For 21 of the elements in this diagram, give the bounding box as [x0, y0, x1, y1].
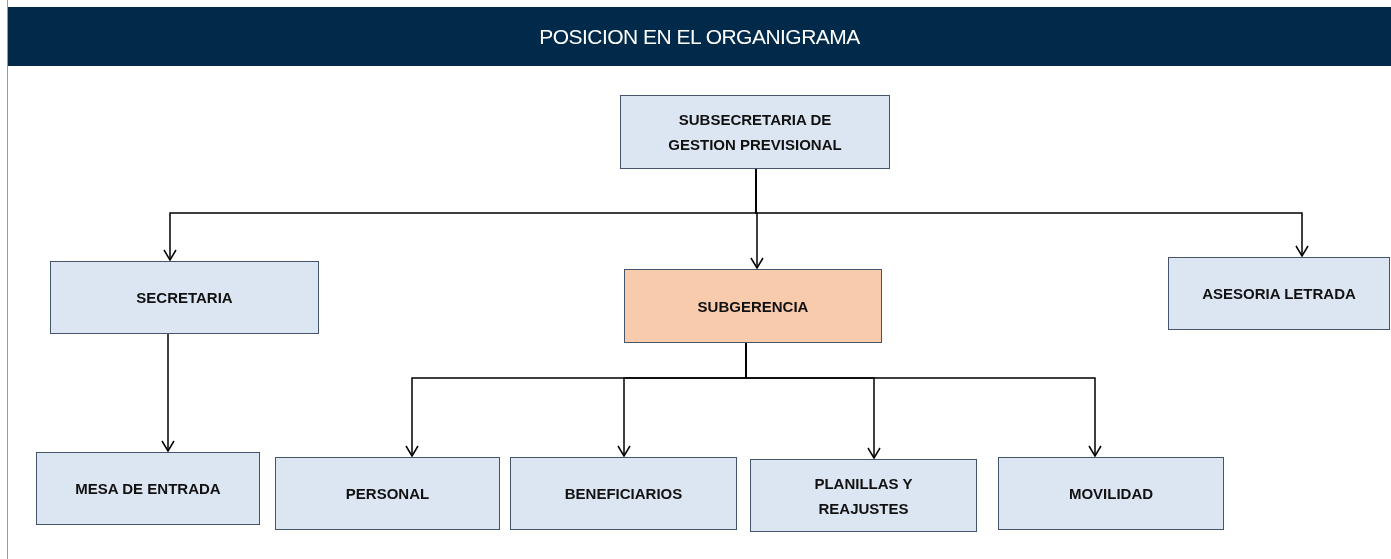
org-box [510, 457, 737, 530]
org-box [620, 95, 890, 169]
box-label: SUBGERENCIA [697, 296, 809, 317]
header-bar: POSICION EN EL ORGANIGRAMA [8, 7, 1391, 66]
box-label: MESA DE ENTRADA [75, 479, 221, 499]
connector-arrow [161, 333, 175, 452]
org-box [50, 261, 319, 334]
org-box [1168, 257, 1390, 330]
org-box [36, 452, 260, 525]
org-box [275, 457, 500, 530]
box-label: SECRETARIA [136, 288, 233, 308]
box-label: BENEFICIARIOS [564, 484, 683, 504]
box-label: SUBSECRETARIA DE GESTION PREVISIONAL [667, 110, 843, 155]
box-label: ASESORIA LETRADA [1202, 284, 1356, 304]
connector-arrow [755, 168, 1309, 257]
box-label: PLANILLAS Y REAJUSTES [813, 473, 914, 519]
org-box [998, 457, 1224, 530]
org-box [750, 459, 977, 532]
org-box [624, 269, 882, 343]
box-label: MOVILIDAD [1068, 484, 1154, 504]
box-label: PERSONAL [345, 484, 430, 504]
